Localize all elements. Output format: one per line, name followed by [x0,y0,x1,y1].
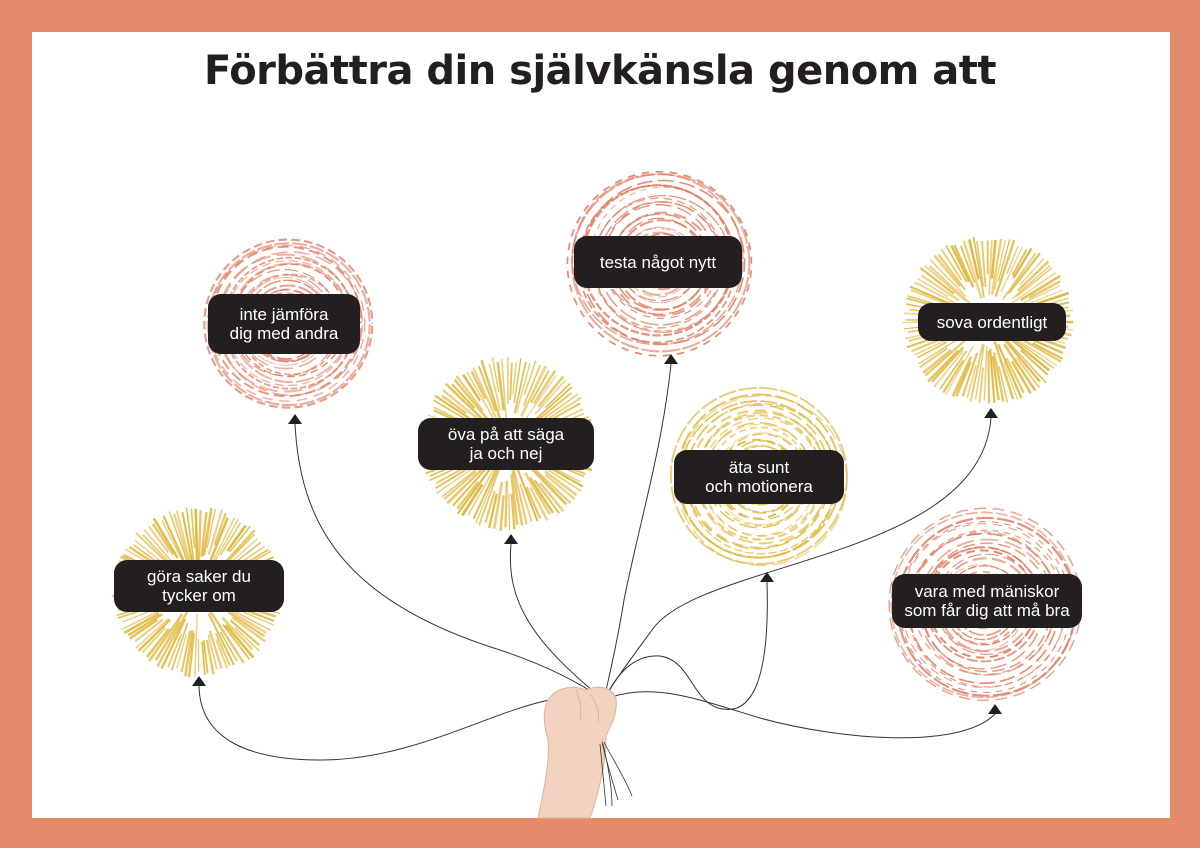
balloon-label-ata-sunt: äta sunt och motionera [674,450,844,504]
balloon-string-ova-pa-att-saga [509,543,605,701]
balloon-knot-sova-ordentligt [984,408,998,418]
poster-title: Förbättra din självkänsla genom att [203,48,997,94]
balloon-knot-testa-nagot-nytt [664,354,678,364]
balloon-label-gora-saker: göra saker du tycker om [114,560,284,612]
balloon-label-ova-pa-att-saga: öva på att säga ja och nej [418,418,594,470]
balloon-string-ata-sunt [603,581,768,710]
balloon-string-sova-ordentligt [603,417,992,701]
balloon-knot-ata-sunt [760,572,774,582]
balloon-knot-vara-med-manniskor [988,704,1002,714]
balloon-knot-ova-pa-att-saga [504,534,518,544]
balloon-label-sova-ordentligt: sova ordentligt [918,303,1066,341]
balloon-string-vara-med-manniskor [603,691,996,739]
balloon-knot-gora-saker [192,676,206,686]
balloon-label-testa-nagot-nytt: testa något nytt [574,236,742,288]
balloon-label-vara-med-manniskor: vara med mäniskor som får dig att må bra [892,574,1082,628]
balloon-label-inte-jamfora: inte jämföra dig med andra [208,294,360,354]
hand-holding-strings [537,686,633,819]
balloon-string-testa-nagot-nytt [603,363,672,701]
balloon-string-gora-saker [198,685,605,761]
balloon-string-inte-jamfora [294,423,605,701]
balloon-knot-inte-jamfora [288,414,302,424]
